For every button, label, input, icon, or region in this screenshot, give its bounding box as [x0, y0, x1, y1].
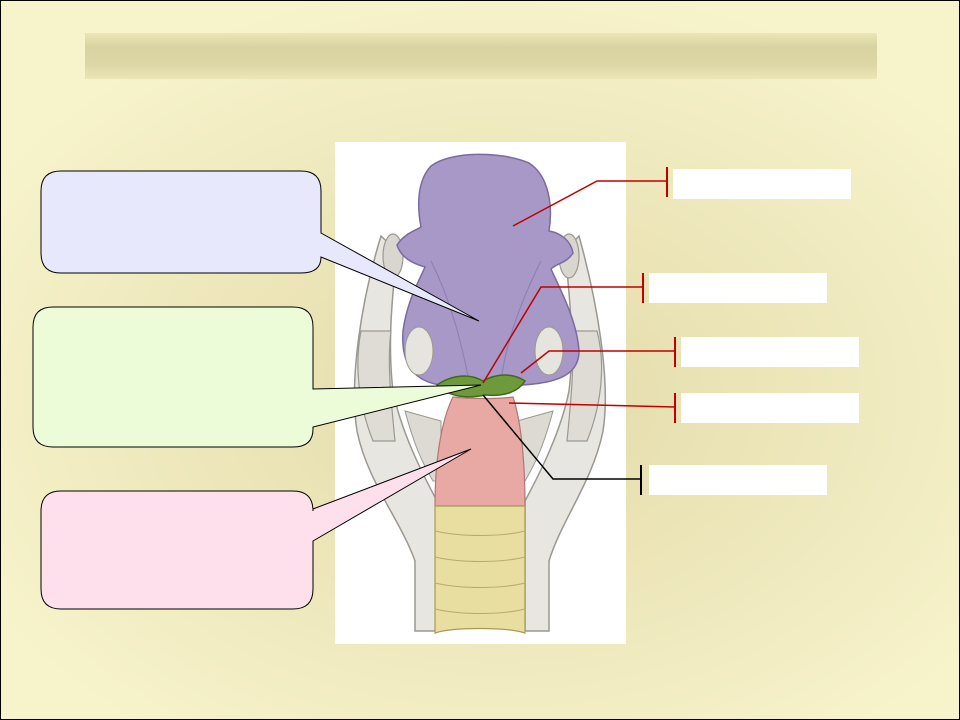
leader-line-3: [520, 337, 676, 374]
trachea: [434, 505, 526, 634]
label-box-5: [649, 465, 827, 495]
callout-middle: [32, 306, 482, 448]
callout-lower: [40, 448, 472, 610]
subglottic-region: [434, 396, 526, 507]
supraglottic-region: [396, 153, 580, 386]
ventricle-fold-left: [404, 326, 434, 376]
leader-line-4: [508, 393, 676, 423]
label-box-1: [673, 169, 851, 199]
callout-upper: [40, 170, 480, 322]
leader-line-5: [482, 394, 642, 495]
callout-lower-text: [45, 495, 309, 605]
leader-line-2: [482, 273, 644, 384]
callout-upper-text: [45, 175, 317, 269]
title-bar: [85, 33, 877, 79]
label-box-4: [681, 393, 859, 423]
label-box-2: [649, 273, 827, 303]
label-box-3: [681, 337, 859, 367]
leader-line-1: [512, 167, 668, 227]
callout-middle-text: [37, 311, 309, 443]
glottis-region: [435, 374, 527, 398]
